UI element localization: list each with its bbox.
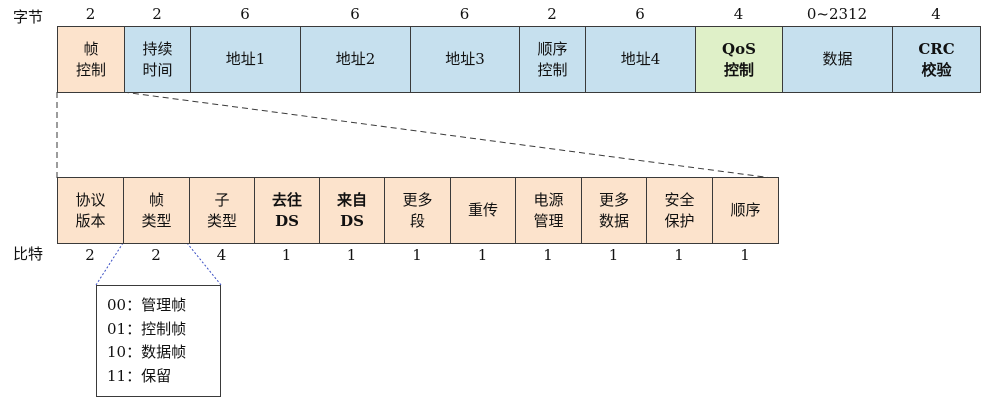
frame-size: 6 — [459, 5, 470, 23]
control-size: 1 — [740, 246, 750, 264]
frame-size: 6 — [635, 5, 645, 23]
control-size: 1 — [281, 246, 292, 264]
right-expansion-line — [122, 91, 773, 179]
frame-type-legend: 00：管理帧 01：控制帧 10：数据帧 11：保留 — [96, 285, 221, 397]
frame-field-2: 地址1 — [190, 26, 301, 93]
legend-item: 00：管理帧 — [107, 296, 187, 314]
control-field-6: 重传 — [450, 177, 516, 244]
control-field-3: 去往 DS — [254, 177, 320, 244]
frame-field-5: 顺序 控制 — [519, 26, 586, 93]
legend-item: 01：控制帧 — [107, 319, 187, 338]
frame-field-label: 地址4 — [620, 50, 661, 68]
control-field-label: 更多 段 — [402, 190, 433, 230]
frame-field-7: QoS 控制 — [695, 26, 783, 93]
control-field-5: 更多 段 — [384, 177, 451, 244]
control-field-2: 子 类型 — [189, 177, 255, 244]
frame-field-label: 顺序 控制 — [537, 39, 568, 79]
bytes-label: 字节 — [13, 8, 44, 26]
frame-field-label: CRC 校验 — [918, 39, 955, 79]
frame-field-8: 数据 — [782, 26, 893, 93]
control-field-label: 去往 DS — [271, 190, 302, 230]
control-field-8: 更多 数据 — [581, 177, 647, 244]
frame-field-label: QoS 控制 — [722, 39, 756, 79]
control-field-label: 电源 管理 — [533, 190, 564, 230]
control-size: 1 — [346, 246, 357, 264]
frame-field-label: 持续 时间 — [142, 39, 173, 79]
control-field-label: 帧 类型 — [141, 190, 172, 230]
control-field-label: 更多 数据 — [598, 190, 629, 230]
control-size: 2 — [151, 246, 161, 264]
legend-right-line — [186, 242, 222, 286]
control-field-label: 安全 保护 — [664, 190, 695, 230]
control-field-1: 帧 类型 — [123, 177, 190, 244]
frame-size: 0~2312 — [806, 5, 868, 23]
control-size: 1 — [412, 246, 422, 264]
bits-label: 比特 — [13, 245, 44, 263]
frame-field-label: 数据 — [822, 50, 853, 68]
control-field-7: 电源 管理 — [515, 177, 582, 244]
frame-field-4: 地址3 — [410, 26, 520, 93]
control-size: 4 — [216, 246, 227, 264]
control-field-label: 来自 DS — [336, 190, 367, 230]
legend-left-line — [95, 242, 124, 286]
control-field-0: 协议 版本 — [57, 177, 124, 244]
frame-field-label: 地址3 — [445, 50, 485, 68]
frame-field-9: CRC 校验 — [892, 26, 981, 93]
frame-size: 2 — [547, 5, 557, 23]
frame-field-label: 地址2 — [335, 50, 376, 68]
frame-field-1: 持续 时间 — [124, 26, 191, 93]
frame-field-3: 地址2 — [300, 26, 411, 93]
legend-item: 11：保留 — [107, 366, 172, 385]
frame-control-row: 协议 版本 帧 类型 子 类型 去往 DS 来自 DS 更多 段 重传 电源 管理 更多 数据 安… — [57, 177, 779, 244]
control-field-9: 安全 保护 — [646, 177, 713, 244]
frame-size: 2 — [152, 5, 162, 23]
frame-field-label: 地址1 — [225, 50, 266, 68]
control-field-10: 顺序 — [712, 177, 779, 244]
control-size: 1 — [608, 246, 619, 264]
frame-size: 6 — [240, 5, 250, 23]
control-size: 1 — [477, 246, 488, 264]
frame-field-0: 帧 控制 — [57, 26, 125, 93]
control-field-label: 顺序 — [730, 201, 761, 219]
mac-frame-row: 帧 控制 持续 时间 地址1 地址2 地址3 顺序 控制 地址4 QoS 控制 数据 CRC 校验 — [57, 26, 981, 93]
frame-size: 2 — [85, 5, 96, 23]
frame-size: 6 — [350, 5, 360, 23]
control-field-label: 协议 版本 — [75, 190, 106, 230]
frame-field-6: 地址4 — [585, 26, 696, 93]
control-field-label: 重传 — [467, 201, 498, 219]
control-size: 2 — [85, 246, 95, 264]
frame-field-label: 帧 控制 — [75, 39, 106, 79]
frame-size: 4 — [733, 5, 744, 23]
control-field-label: 子 类型 — [206, 190, 237, 230]
frame-size: 4 — [931, 5, 941, 23]
legend-item: 10：数据帧 — [107, 343, 187, 361]
control-size: 1 — [543, 246, 553, 264]
control-field-4: 来自 DS — [319, 177, 385, 244]
control-size: 1 — [674, 246, 684, 264]
